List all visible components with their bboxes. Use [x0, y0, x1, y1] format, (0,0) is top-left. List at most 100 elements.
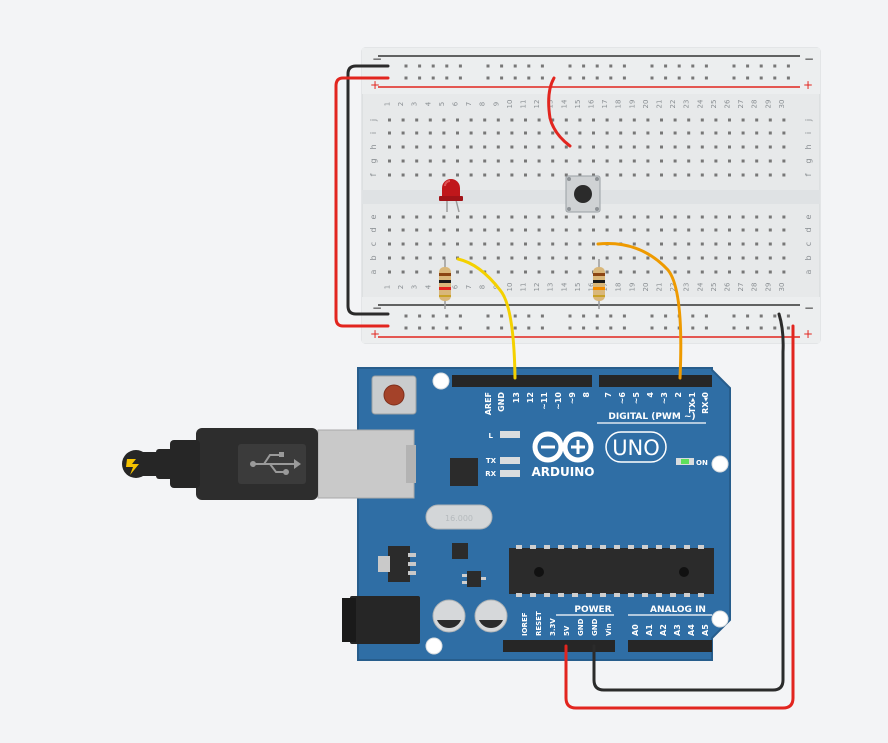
- breadboard-hole: [401, 215, 405, 219]
- wire-led-pin13[interactable]: [456, 257, 517, 380]
- pushbutton[interactable]: [565, 175, 601, 213]
- breadboard-hole: [755, 145, 759, 149]
- breadboard-hole: [388, 242, 391, 246]
- arduino-logo-icon: [532, 431, 594, 463]
- breadboard-hole: [578, 118, 582, 122]
- column-number: 10: [506, 100, 514, 109]
- breadboard-hole: [619, 270, 623, 274]
- breadboard-hole: [741, 215, 745, 219]
- breadboard-hole: [660, 118, 663, 122]
- breadboard-hole: [687, 145, 691, 149]
- wire-5v-rail[interactable]: [334, 76, 390, 328]
- wire-button-power[interactable]: [547, 76, 572, 148]
- breadboard-hole: [537, 228, 541, 232]
- breadboard-hole: [428, 242, 432, 246]
- wires: [334, 64, 795, 710]
- breadboard-hole: [456, 145, 459, 149]
- breadboard-hole: [469, 173, 473, 177]
- chip-pin: [670, 545, 676, 549]
- rail-hole: [582, 326, 586, 330]
- column-number: 10: [506, 283, 514, 292]
- breadboard-hole: [564, 159, 568, 163]
- breadboard-hole: [483, 159, 487, 163]
- breadboard-hole: [714, 145, 718, 149]
- column-number: 29: [764, 100, 772, 109]
- row-letter: j: [804, 119, 813, 122]
- red-led[interactable]: [439, 179, 463, 213]
- chip-pin: [544, 545, 550, 549]
- breadboard-hole: [442, 215, 446, 219]
- rail-hole: [664, 76, 668, 80]
- rail-minus-bottom-right: −: [804, 301, 814, 315]
- breadboard-hole: [632, 242, 636, 246]
- breadboard-hole: [388, 173, 391, 177]
- breadboard-hole: [768, 118, 772, 122]
- column-number: 3: [411, 102, 419, 106]
- rail-hole: [786, 314, 790, 318]
- breadboard-hole: [415, 270, 419, 274]
- breadboard-hole: [388, 131, 391, 135]
- digital-pin-label: 13: [512, 392, 521, 403]
- breadboard-hole: [714, 228, 718, 232]
- breadboard-hole: [605, 228, 609, 232]
- breadboard-hole: [428, 256, 432, 260]
- breadboard-hole: [469, 118, 473, 122]
- breadboard-hole: [741, 228, 745, 232]
- uno-badge: [605, 431, 667, 463]
- chip-pin: [558, 545, 564, 549]
- resistor-2[interactable]: [593, 259, 605, 309]
- breadboard-hole: [415, 256, 419, 260]
- rail-hole: [773, 76, 777, 80]
- breadboard-hole: [442, 242, 446, 246]
- breadboard-hole: [741, 159, 745, 163]
- breadboard-hole: [388, 118, 391, 122]
- resistor-1[interactable]: [439, 259, 451, 309]
- column-number: 5: [438, 102, 446, 106]
- breadboard-hole: [673, 173, 677, 177]
- rail-hole: [445, 76, 449, 80]
- rail-hole: [773, 314, 777, 318]
- chip-pin: [656, 593, 662, 597]
- column-number: 14: [560, 99, 568, 108]
- breadboard-hole: [415, 145, 419, 149]
- chip-pin: [628, 545, 634, 549]
- breadboard-hole: [496, 173, 500, 177]
- rail-hole: [704, 64, 708, 68]
- wire-5v-arduino[interactable]: [564, 324, 795, 710]
- breadboard-hole: [700, 118, 704, 122]
- digital-pin-label: TX▸1: [688, 392, 697, 414]
- column-number: 30: [778, 283, 786, 292]
- wire-gnd-rail[interactable]: [346, 64, 390, 316]
- breadboard-hole: [537, 242, 541, 246]
- rail-hole: [691, 64, 695, 68]
- breadboard-hole: [660, 215, 663, 219]
- breadboard-hole: [537, 145, 541, 149]
- breadboard-hole: [755, 118, 759, 122]
- column-number: 2: [397, 102, 405, 106]
- breadboard-hole: [632, 118, 636, 122]
- column-number: 17: [601, 283, 609, 292]
- column-number: 17: [601, 100, 609, 109]
- wire-button-pin2[interactable]: [596, 242, 683, 380]
- rail-hole: [786, 76, 790, 80]
- breadboard-hole: [605, 270, 609, 274]
- breadboard-hole: [428, 118, 432, 122]
- breadboard-hole: [496, 228, 500, 232]
- rail-hole: [500, 314, 504, 318]
- digital-pin-label: ~10: [554, 392, 563, 410]
- breadboard-hole: [768, 270, 772, 274]
- breadboard-hole: [632, 173, 636, 177]
- row-letter: f: [369, 173, 378, 176]
- capacitor-1: [432, 599, 466, 633]
- column-number: 27: [737, 100, 745, 109]
- breadboard-hole: [442, 159, 446, 163]
- chip-pin: [684, 593, 690, 597]
- chip-pin: [516, 593, 522, 597]
- column-number: 28: [751, 100, 759, 109]
- breadboard-hole: [632, 270, 636, 274]
- wire-gnd-arduino[interactable]: [592, 312, 785, 692]
- breadboard-hole: [619, 118, 623, 122]
- column-number: 26: [724, 99, 732, 108]
